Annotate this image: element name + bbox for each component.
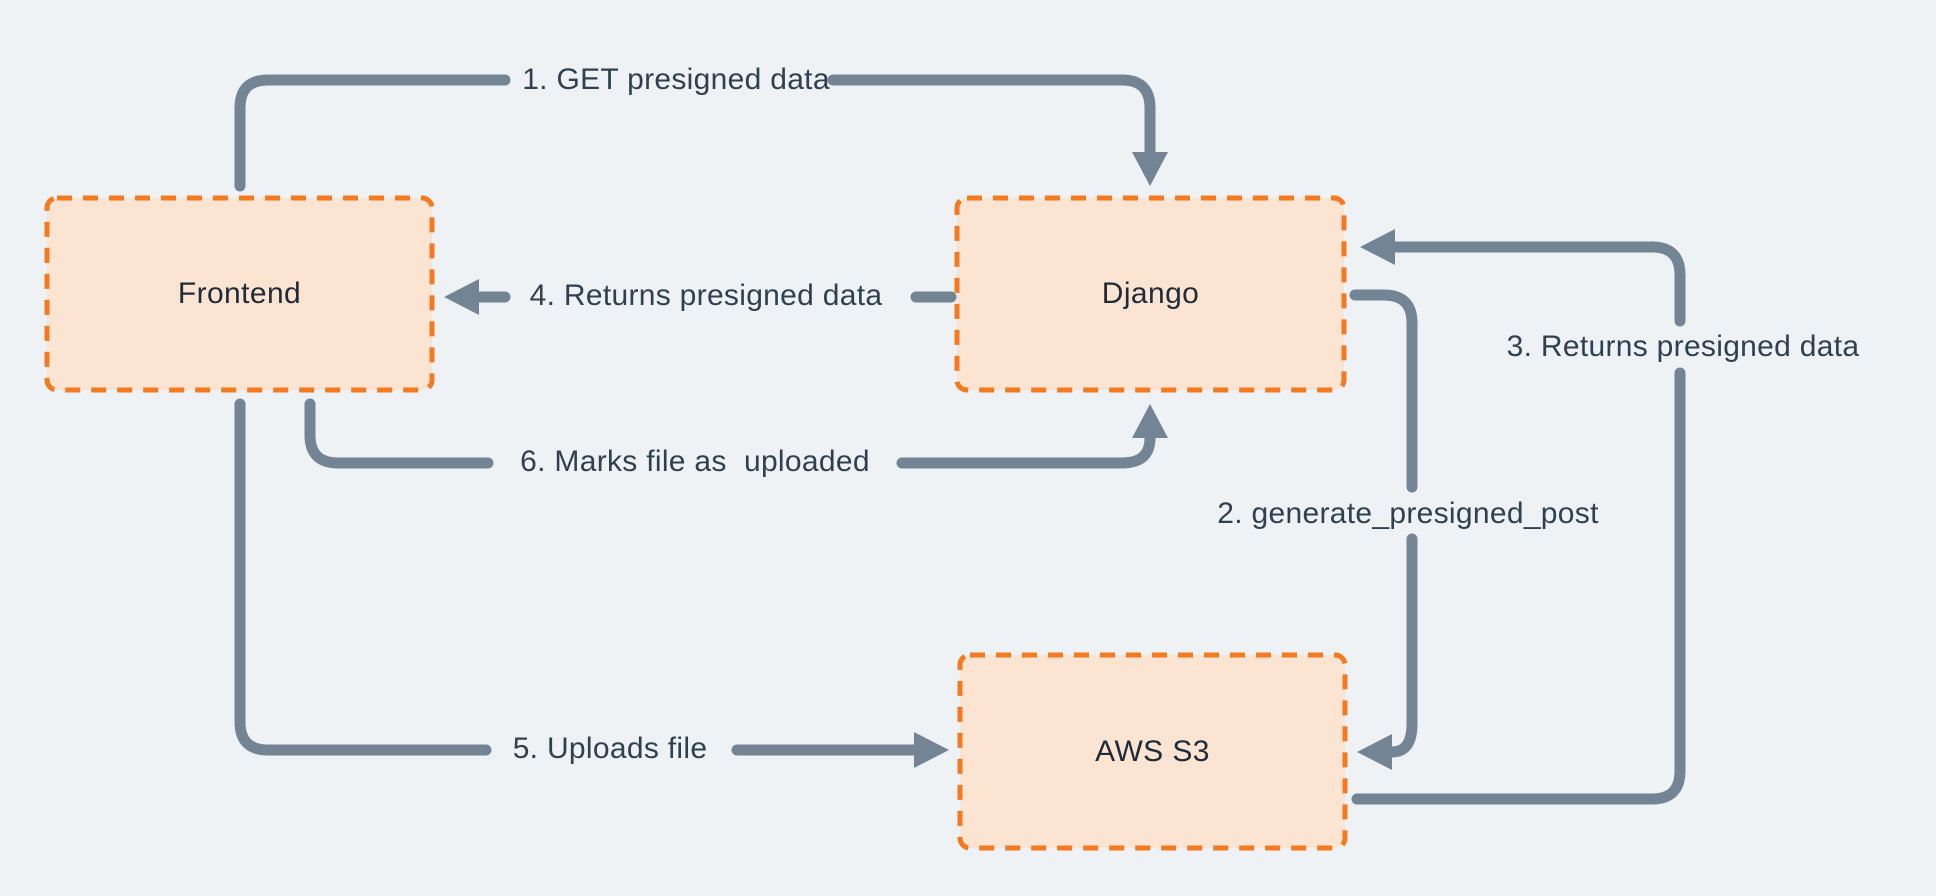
arrow-6-head — [1132, 404, 1168, 438]
arrow-5-path — [234, 398, 920, 756]
edge-label-6-marks-file-uploaded: 6. Marks file as uploaded — [520, 445, 870, 478]
arrow-5-head — [914, 732, 949, 768]
edge-label-5-uploads-file: 5. Uploads file — [512, 732, 708, 765]
node-frontend-label: Frontend — [177, 277, 302, 310]
arrow-3-head — [1360, 229, 1395, 265]
edge-label-2-generate-presigned-post: 2. generate_presigned_post — [1217, 497, 1599, 530]
arrow-2-head — [1357, 734, 1392, 770]
node-django: Django — [957, 198, 1344, 390]
django-box — [954, 195, 1347, 393]
arrow-6-path — [304, 398, 1156, 469]
arrow-4-head — [444, 279, 479, 315]
node-django-label: Django — [1101, 277, 1200, 310]
arrow-3-path — [1351, 241, 1686, 805]
frontend-box — [44, 195, 435, 393]
edge-label-4-returns-presigned-data: 4. Returns presigned data — [529, 279, 883, 312]
node-aws-s3: AWS S3 — [960, 655, 1345, 848]
arrow-1-head — [1132, 152, 1168, 186]
edge-label-3-returns-presigned-data: 3. Returns presigned data — [1506, 330, 1860, 363]
aws-s3-box — [957, 652, 1348, 851]
node-frontend: Frontend — [47, 198, 432, 390]
arrow-1-path — [234, 74, 1156, 192]
arrow-2-path — [1349, 289, 1418, 758]
node-aws-s3-label: AWS S3 — [1095, 734, 1210, 768]
edge-label-1-get-presigned-data: 1. GET presigned data — [522, 63, 830, 96]
